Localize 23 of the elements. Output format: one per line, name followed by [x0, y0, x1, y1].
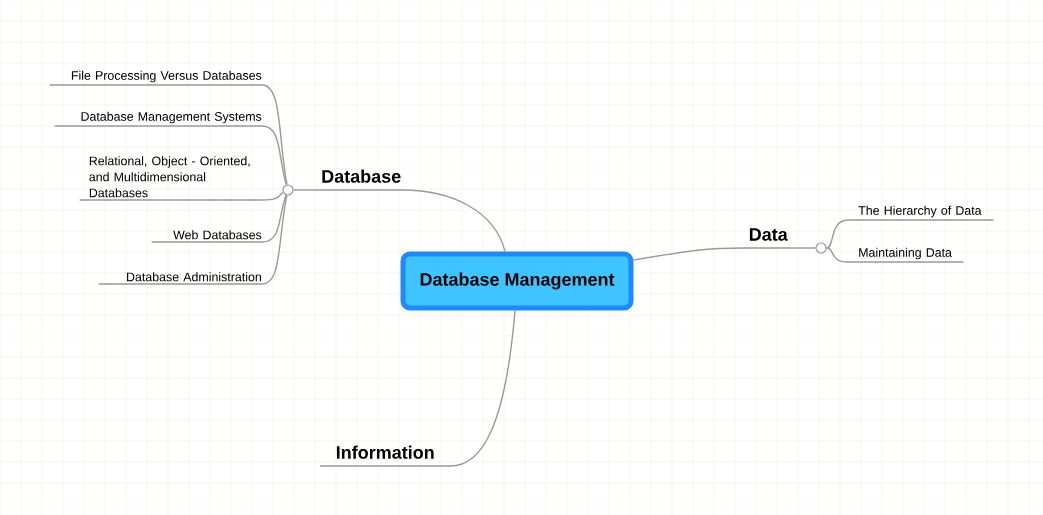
branch-line [319, 189, 506, 253]
branch-line [97, 194, 288, 285]
branch-line [632, 247, 793, 261]
branch-line [825, 247, 965, 263]
branch-line [150, 194, 287, 243]
branch-label: Database Management Systems [81, 111, 262, 124]
branch-line [53, 125, 288, 186]
topic-label: Information [336, 445, 434, 459]
topic-label: Data [749, 228, 788, 241]
branch-line [48, 84, 288, 186]
branch-line [825, 219, 995, 249]
branch-line [790, 247, 817, 249]
branch-label: Maintaining Data [859, 247, 952, 260]
branch-line [78, 191, 284, 201]
branch-line [319, 309, 516, 467]
branch-label: Web Databases [173, 230, 262, 240]
branch-label: Database Administration [127, 272, 261, 282]
branch-label: File Processing Versus Databases [71, 70, 262, 83]
root-box: Database Management [400, 251, 634, 311]
branch-line [292, 189, 321, 191]
topic-label: Database [322, 169, 401, 183]
branch-label: The Hierarchy of Data [858, 205, 982, 218]
branch-label: Relational, Object - Oriented, and Multidimensional Databases [89, 156, 250, 198]
